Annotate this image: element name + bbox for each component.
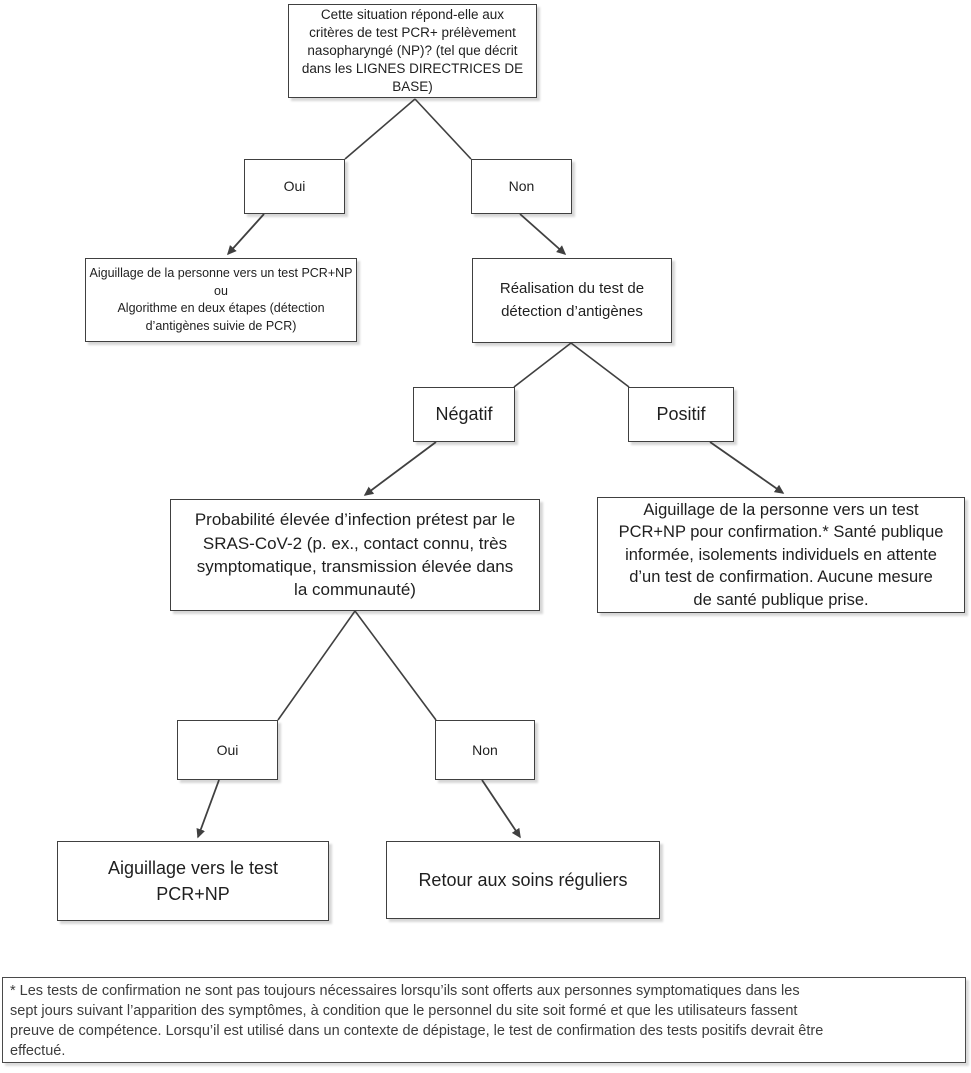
arrow-oui1-to-pcr-or-algo — [226, 213, 265, 256]
connector-question-to-non1 — [414, 98, 472, 160]
arrow-oui2-to-pcr-referral — [196, 779, 220, 839]
arrow-non1-to-antigen — [519, 213, 567, 255]
node-negatif: Négatif — [413, 387, 515, 442]
connector-antigen-to-positif — [570, 342, 630, 388]
node-oui-level2: Oui — [177, 720, 278, 780]
node-non-level2: Non — [435, 720, 535, 780]
node-question-criteria: Cette situation répond-elle aux critères… — [288, 4, 537, 98]
node-pretest-probability: Probabilité élevée d’infection prétest p… — [170, 499, 540, 611]
connector-antigen-to-negatif — [513, 342, 572, 388]
connector-question-to-oui1 — [344, 98, 416, 160]
connector-probability-to-non2 — [354, 610, 437, 721]
arrow-non2-to-regular-care — [481, 779, 521, 839]
footnote-box: * Les tests de confirmation ne sont pas … — [2, 977, 966, 1063]
node-confirmation-referral: Aiguillage de la personne vers un test P… — [597, 497, 965, 613]
node-oui-level1: Oui — [244, 159, 345, 214]
node-pcr-or-two-step: Aiguillage de la personne vers un test P… — [85, 258, 357, 342]
arrow-negatif-to-probability — [363, 441, 437, 496]
node-antigen-test: Réalisation du test de détection d’antig… — [472, 258, 672, 343]
node-non-level1: Non — [471, 159, 572, 214]
arrow-positif-to-confirmation — [709, 441, 785, 494]
node-positif: Positif — [628, 387, 734, 442]
node-regular-care: Retour aux soins réguliers — [386, 841, 660, 919]
connector-probability-to-oui2 — [277, 610, 356, 721]
node-pcr-referral: Aiguillage vers le test PCR+NP — [57, 841, 329, 921]
